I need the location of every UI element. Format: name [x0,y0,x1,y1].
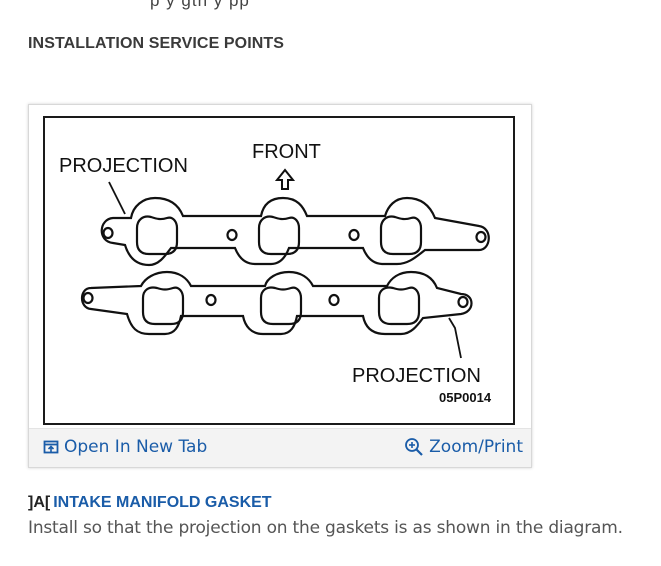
gasket-diagram: FRONT PROJECTION PROJECTION 05P0014 [43,116,515,425]
step-description: Install so that the projection on the ga… [28,518,623,538]
figure-footer: Open In New Tab Zoom/Print [29,428,531,467]
figure-code: 05P0014 [439,390,492,405]
open-in-new-tab-icon [43,440,59,454]
zoom-in-icon [405,438,423,456]
zoom-print-label: Zoom/Print [429,437,523,457]
front-arrow-icon [274,168,296,190]
open-in-new-tab-link[interactable]: Open In New Tab [43,437,207,457]
section-heading: INSTALLATION SERVICE POINTS [28,35,285,52]
gasket-diagram-svg: FRONT PROJECTION PROJECTION 05P0014 [59,141,492,405]
upper-gasket [100,196,490,267]
zoom-print-link[interactable]: Zoom/Print [404,437,523,457]
projection-label-bottom: PROJECTION [352,365,481,387]
front-label: FRONT [252,141,321,163]
step-heading: ]A[ INTAKE MANIFOLD GASKET [28,494,272,512]
step-title-link[interactable]: INTAKE MANIFOLD GASKET [53,494,272,511]
figure-card: FRONT PROJECTION PROJECTION 05P0014 Open… [28,104,532,468]
projection-label-top: PROJECTION [59,155,188,177]
cut-off-text: p y gth y pp [150,0,250,10]
leader-lines [108,181,462,359]
step-marker: ]A[ [28,494,51,511]
open-in-new-tab-label: Open In New Tab [64,437,208,457]
lower-gasket [80,270,473,336]
